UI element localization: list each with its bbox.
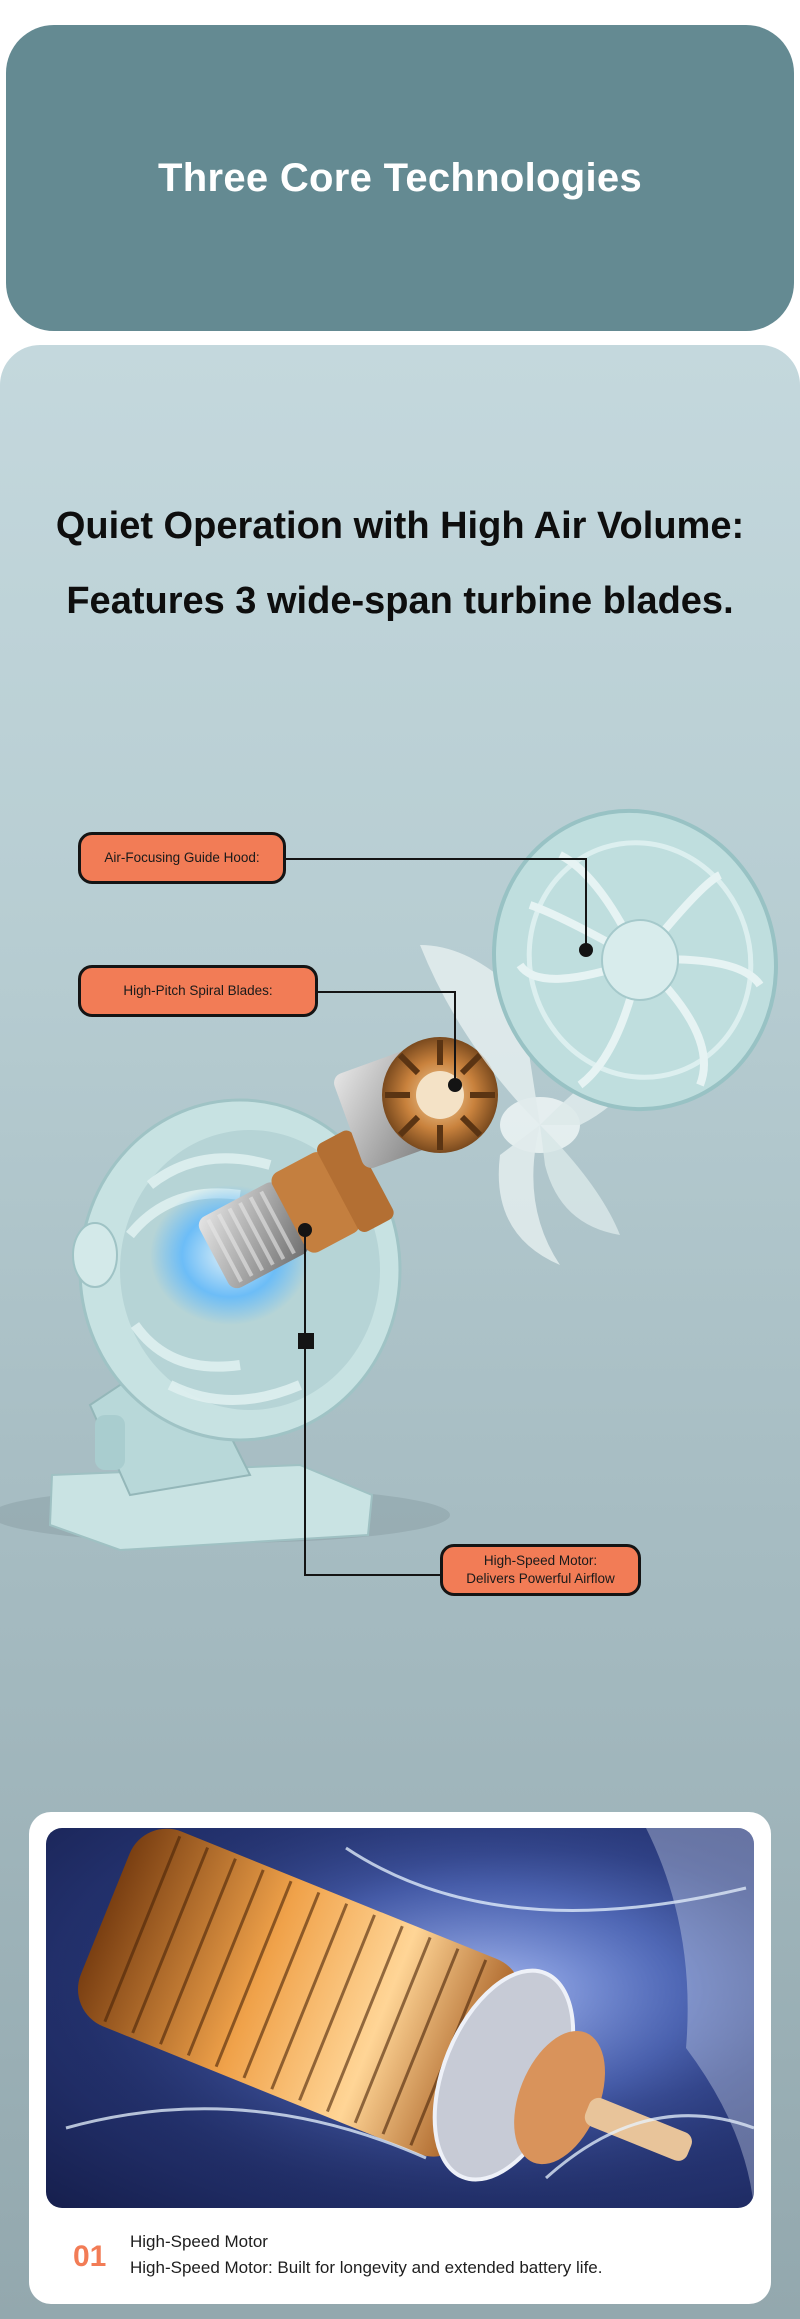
callout-motor-line-2: Delivers Powerful Airflow: [466, 1571, 615, 1586]
clip-grip: [95, 1415, 125, 1470]
stator: [334, 1037, 498, 1168]
motor-closeup-image: [46, 1828, 754, 2208]
feature-panel: Quiet Operation with High Air Volume: Fe…: [0, 345, 800, 2319]
callout-spiral-blades-label: High-Pitch Spiral Blades:: [123, 982, 273, 998]
motor-assembly: [198, 1130, 394, 1289]
headline-line-1: Quiet Operation with High Air Volume:: [55, 505, 745, 547]
callout-guide-hood: Air-Focusing Guide Hood:: [78, 832, 286, 884]
header-banner: Three Core Technologies: [6, 25, 794, 331]
feature-card: 01 High-Speed Motor High-Speed Motor: Bu…: [29, 1812, 771, 2304]
exploded-fan-illustration: [0, 808, 778, 1576]
callout-spiral-blades: High-Pitch Spiral Blades:: [78, 965, 318, 1017]
callout-guide-hood-label: Air-Focusing Guide Hood:: [104, 849, 260, 865]
feature-description: High-Speed Motor: Built for longevity an…: [130, 2258, 603, 2277]
feature-title: High-Speed Motor: [130, 2232, 268, 2251]
feature-number: 01: [73, 2240, 107, 2273]
headline-line-2: Features 3 wide-span turbine blades.: [66, 580, 734, 622]
leader-dots: [298, 943, 593, 1349]
callout-motor-line-1: High-Speed Motor:: [483, 1552, 598, 1568]
header-title: Three Core Technologies: [157, 155, 643, 200]
callout-motor: High-Speed Motor: Delivers Powerful Airf…: [440, 1544, 641, 1596]
guide-hood: [492, 808, 778, 1112]
